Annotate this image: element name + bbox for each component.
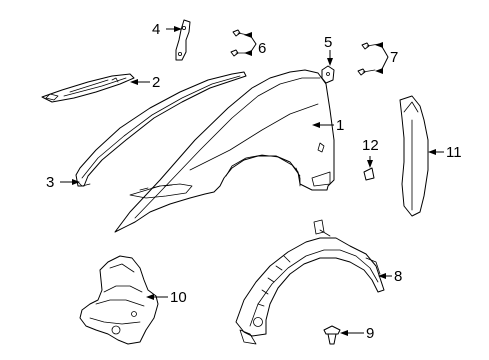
callout-label-8: 8 [394,268,402,285]
callout-7: 7 [375,42,398,74]
callout-11: 11 [428,144,462,161]
fender-clip [321,65,335,84]
callout-2: 2 [130,74,160,91]
callout-label-1: 1 [336,117,344,134]
splash-shield [79,255,159,345]
callout-8: 8 [378,268,402,285]
callout-3: 3 [46,174,80,191]
callout-label-2: 2 [152,74,160,91]
upper-rail-brace [41,73,135,103]
small-plug [363,167,375,181]
callouts: 1 2 3 4 5 6 [46,21,462,342]
callout-9: 9 [340,325,374,342]
callout-label-7: 7 [390,49,398,66]
callout-1: 1 [312,117,344,134]
fender [114,69,335,233]
callout-label-4: 4 [152,21,160,38]
callout-label-5: 5 [324,34,332,51]
callout-10: 10 [146,289,187,306]
push-pin-fastener [323,325,341,345]
fender-side-strip [75,71,247,187]
bolt-set-6 [230,29,249,57]
callout-label-9: 9 [366,325,374,342]
callout-4: 4 [152,21,182,38]
callout-label-11: 11 [446,144,462,161]
callout-label-3: 3 [46,174,54,191]
bolt-set-7 [357,42,380,76]
callout-5: 5 [324,34,333,66]
mounting-bracket [175,19,191,61]
bolt-7b [357,68,376,76]
callout-6: 6 [244,32,266,57]
wheelhouse-liner [235,219,385,345]
callout-label-6: 6 [258,40,266,57]
callout-label-12: 12 [362,137,379,154]
callout-12: 12 [362,137,379,168]
callout-label-10: 10 [170,289,187,306]
bolt-6b [230,49,247,57]
fender-extension [399,95,429,217]
bolt-7a [361,42,380,50]
